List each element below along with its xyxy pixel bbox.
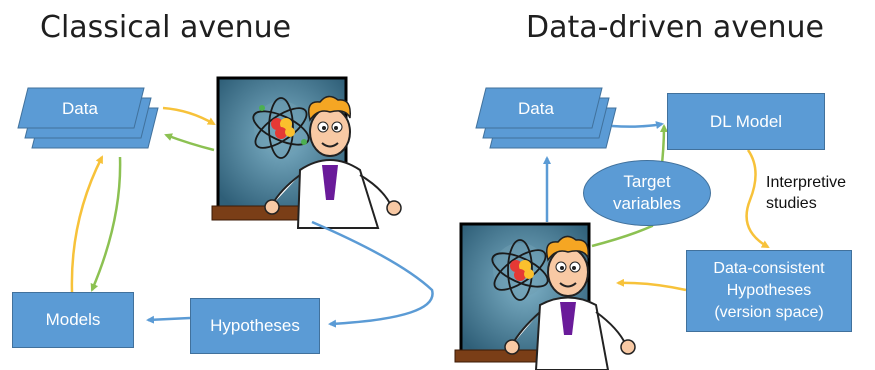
interpretive-studies-label: Interpretive studies (766, 172, 846, 214)
arrow-data-to-models (90, 156, 122, 292)
data-driven-heading: Data-driven avenue (526, 10, 825, 45)
arrow-scientist-to-hypotheses (311, 220, 434, 328)
models-label: Models (45, 310, 101, 329)
arrow-data-to-scientist (162, 106, 216, 126)
data-driven-data-label: Data (518, 99, 554, 118)
interpretive-studies-line-1: Interpretive (766, 174, 847, 191)
dl-model-box: DL Model (667, 93, 825, 150)
classical-scientist-illustration (211, 76, 402, 229)
target-variables-oval: Target variables (583, 160, 711, 226)
data-consistent-hypotheses-box: Data-consistent Hypotheses (version spac… (686, 250, 852, 332)
interpretive-studies-line-2: studies (766, 195, 817, 212)
target-variables-line-1: Target (623, 172, 671, 191)
data-driven-data-stack (475, 87, 617, 149)
data-driven-scientist-illustration (454, 222, 636, 370)
hypotheses-line-1: Data-consistent (713, 260, 825, 277)
dl-model-label: DL Model (709, 111, 783, 131)
classical-arrows (70, 106, 434, 328)
models-box: Models (12, 292, 134, 348)
target-variables-line-2: variables (612, 194, 682, 213)
arrow-dl-model-to-hypotheses (745, 149, 770, 249)
arrow-hypotheses-to-models (146, 315, 191, 324)
hypotheses-box: Hypotheses (190, 298, 320, 354)
arrow-scientist-to-data (164, 133, 215, 152)
arrow-models-to-data (70, 155, 104, 293)
scientist-icon (264, 95, 402, 229)
hypotheses-line-3: (version space) (714, 304, 824, 321)
hypotheses-label: Hypotheses (210, 316, 300, 335)
scientist-icon (504, 235, 636, 370)
arrow-hypotheses-to-scientist (616, 278, 687, 292)
classical-data-label: Data (62, 99, 98, 118)
classical-heading: Classical avenue (40, 10, 292, 45)
atom-icon (252, 97, 310, 159)
hypotheses-line-2: Hypotheses (726, 282, 812, 299)
atom-icon (491, 239, 549, 301)
classical-data-stack (17, 87, 159, 149)
arrow-data-to-dl-model (611, 121, 664, 130)
